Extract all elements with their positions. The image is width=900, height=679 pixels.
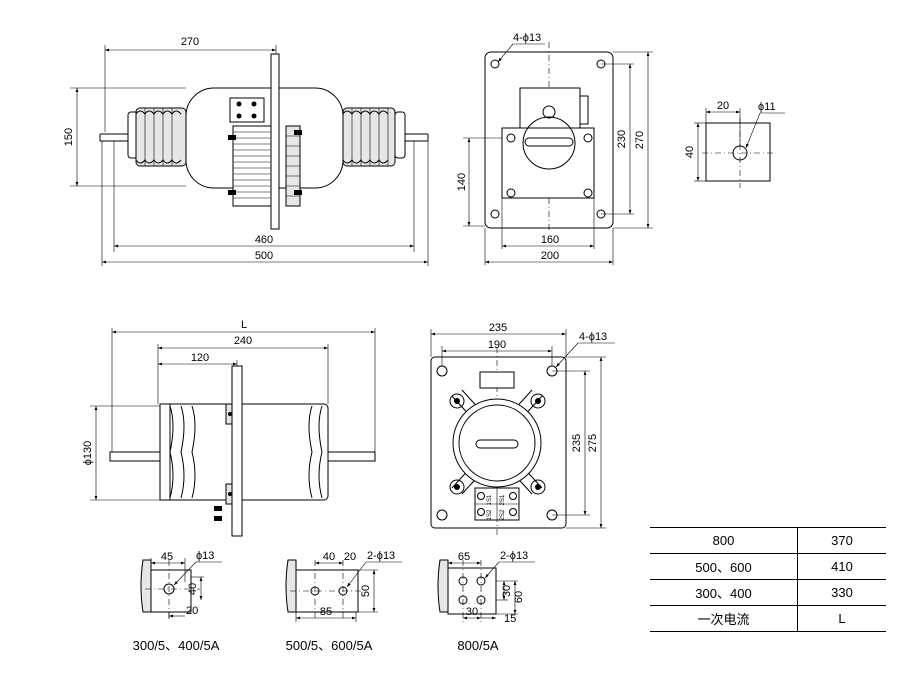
dim-15-c: 15: [504, 613, 516, 625]
caption-term-c: 800/5A: [457, 638, 499, 653]
dim-40-a: 40: [187, 583, 199, 595]
dim-235-h: 235: [571, 434, 583, 452]
table-cell-L: 330: [797, 579, 886, 606]
mark-2S2: 2S2: [500, 509, 506, 520]
dim-30-c-v: 30: [501, 585, 513, 597]
table-row: 500、600 410: [650, 553, 886, 580]
dim-500: 500: [255, 250, 273, 262]
mark-2S1: 2S1: [500, 494, 506, 505]
dim-235-w: 235: [489, 322, 507, 334]
dim-85: 85: [320, 606, 332, 618]
mark-1S2: 1S2: [487, 509, 493, 520]
caption-term-a: 300/5、400/5A: [133, 638, 220, 653]
bottom-side-view: L 240 120 ϕ130: [82, 319, 376, 537]
dim-40-top: 40: [684, 146, 696, 158]
dim-45: 45: [161, 551, 173, 563]
label-4-phi13-bottom: 4-ϕ13: [579, 331, 607, 343]
dim-20-b: 20: [344, 551, 356, 563]
terminal-detail-top: 20 ϕ11 40: [684, 100, 785, 188]
right-insulator: [342, 107, 406, 167]
dim-60-c: 60: [513, 591, 525, 603]
dim-240: 240: [234, 335, 252, 347]
dim-160: 160: [541, 234, 559, 246]
dim-65: 65: [458, 551, 470, 563]
dim-40-b: 40: [323, 551, 335, 563]
dim-120: 120: [191, 352, 209, 364]
table-cell-current: 500、600: [650, 553, 798, 580]
table-header-L: L: [797, 605, 886, 632]
dim-200: 200: [541, 250, 559, 262]
top-front-view: 4-ϕ13 160 200 140 230 270: [456, 32, 653, 265]
dim-270: 270: [181, 36, 199, 48]
dim-50: 50: [360, 585, 372, 597]
dim-20-top: 20: [717, 100, 729, 112]
table-cell-current: 800: [650, 527, 798, 554]
dim-20-a: 20: [186, 605, 198, 617]
bottom-front-view: 1S1 2S1 1S2 2S2 235 190 4-ϕ13 235 275: [430, 322, 615, 535]
top-side-view: 270 150 460 500: [63, 36, 429, 266]
label-2-phi13-c: 2-ϕ13: [500, 550, 528, 562]
dim-275: 275: [587, 434, 599, 452]
dim-190: 190: [488, 339, 506, 351]
table-cell-current: 300、400: [650, 579, 798, 606]
dim-460: 460: [255, 234, 273, 246]
label-4-phi13-top: 4-ϕ13: [513, 32, 541, 44]
terminal-b: 40 20 2-ϕ13 50 85 500/5、600/5A: [285, 550, 402, 653]
table-header-current: 一次电流: [650, 605, 798, 632]
label-2-phi13-b: 2-ϕ13: [367, 550, 395, 562]
table-row: 800 370: [650, 527, 886, 554]
table-row: 300、400 330: [650, 579, 886, 606]
label-phi13-a: ϕ13: [196, 550, 214, 562]
table-cell-L: 410: [797, 553, 886, 580]
dim-L: L: [241, 319, 247, 331]
label-phi11: ϕ11: [758, 101, 776, 113]
table-cell-L: 370: [797, 527, 886, 554]
dim-140: 140: [456, 173, 468, 191]
terminal-c: 65 2-ϕ13 30 60 30 15 800/5A: [437, 550, 535, 653]
left-insulator: [127, 107, 187, 167]
caption-term-b: 500/5、600/5A: [286, 638, 373, 653]
dim-30-c-h: 30: [466, 606, 478, 618]
terminal-a: 45 ϕ13 40 20 300/5、400/5A: [133, 550, 222, 653]
dim-150: 150: [63, 128, 75, 146]
mark-1S1: 1S1: [487, 494, 493, 505]
dim-phi130: ϕ130: [82, 441, 94, 466]
dimension-table: 800 370 500、600 410 300、400 330 一次电流 L: [650, 527, 886, 632]
table-header-row: 一次电流 L: [650, 605, 886, 632]
dim-270-front: 270: [634, 131, 646, 149]
dim-230: 230: [616, 130, 628, 148]
